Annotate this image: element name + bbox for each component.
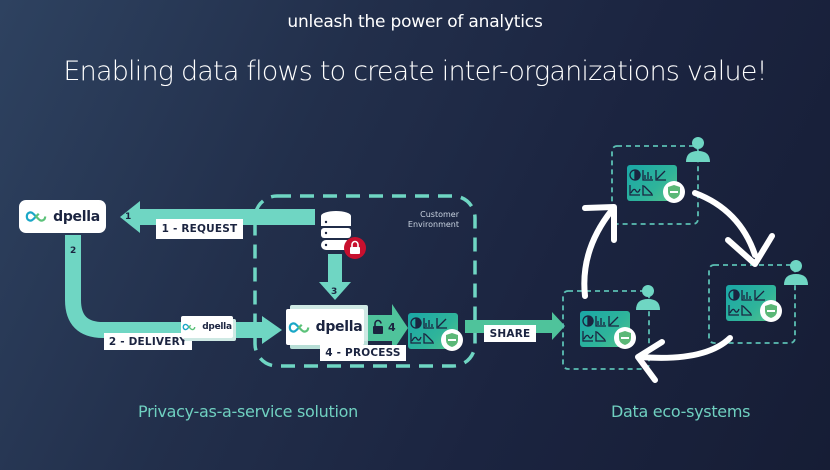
gdpr-shield-icon — [663, 181, 685, 203]
gdpr-shield-icon — [441, 329, 463, 351]
dpella-logo-text: dpella — [53, 208, 100, 225]
user-icon — [784, 260, 808, 285]
cycle-arrow-head — [582, 204, 617, 243]
org-box-top — [611, 145, 699, 225]
cycle-arrow-icon — [692, 190, 758, 258]
gdpr-shield-icon — [614, 327, 636, 349]
customer-environment-boundary — [253, 194, 477, 368]
cycle-arrow-head — [725, 233, 775, 267]
dpella-processor-text: dpella — [315, 319, 363, 335]
lock-icon — [344, 237, 366, 259]
step-number-1: 1 — [125, 212, 132, 222]
dpella-package: dpella — [181, 316, 233, 338]
dpella-package-text: dpella — [202, 322, 232, 332]
delivery-arrow — [65, 235, 282, 344]
dpella-logo-icon — [25, 210, 47, 223]
gdpr-shield-icon — [760, 300, 782, 322]
unlock-icon — [373, 319, 383, 334]
ecosystem-caption: Data eco-systems — [611, 402, 751, 421]
database-icon — [321, 211, 351, 250]
cycle-arrow-head — [635, 339, 665, 383]
env-label-line1: Customer — [420, 210, 459, 219]
user-icon — [686, 137, 710, 162]
user-icon — [636, 285, 660, 310]
load-arrow — [319, 254, 351, 300]
step-number-2: 2 — [70, 246, 77, 256]
tagline: unleash the power of analytics — [287, 12, 543, 32]
env-label-line2: Environment — [407, 220, 459, 229]
privacy-caption: Privacy-as-a-service solution — [138, 402, 358, 421]
share-label: SHARE — [484, 325, 536, 342]
cycle-arrow-icon — [637, 335, 733, 361]
headline: Enabling data flows to create inter-orga… — [63, 56, 767, 87]
chart-icons — [410, 317, 447, 344]
step-number-3: 3 — [331, 287, 338, 297]
delivery-label: 2 - DELIVERY — [104, 333, 192, 350]
request-label: 1 - REQUEST — [156, 219, 243, 239]
dpella-logo-card: dpella — [19, 200, 106, 233]
dpella-processor: dpella — [286, 309, 364, 345]
org-box-left — [562, 290, 650, 370]
process-label: 4 - PROCESS — [320, 345, 406, 361]
cycle-arrow-icon — [581, 207, 615, 299]
dpella-logo-icon — [288, 321, 310, 334]
step-number-4: 4 — [388, 321, 396, 334]
customer-environment-label: Customer Environment — [385, 210, 459, 230]
dpella-logo-icon — [182, 323, 196, 331]
